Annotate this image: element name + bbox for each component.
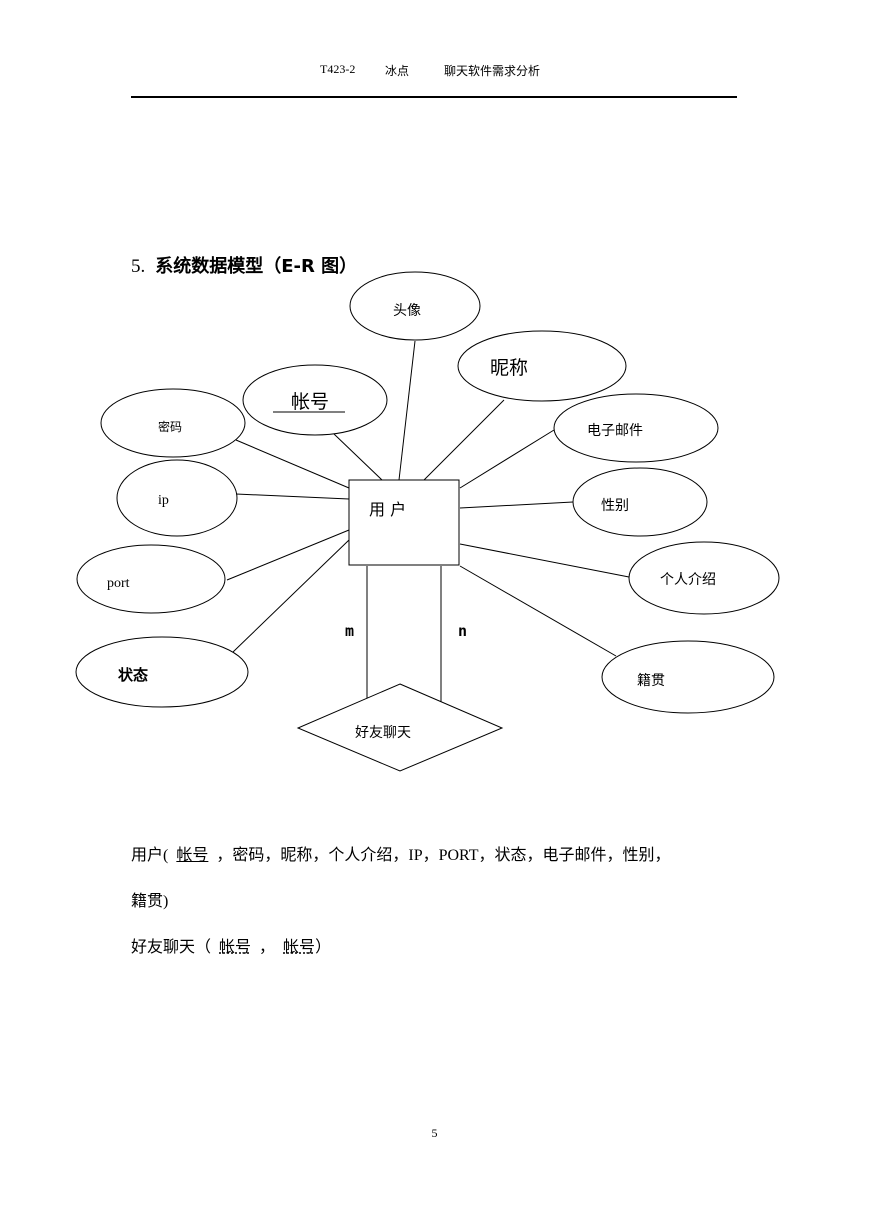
header-doc-title: 聊天软件需求分析	[444, 64, 541, 78]
section-title: 系统数据模型（E-R 图）	[155, 256, 358, 277]
attr-avatar-label: 头像	[393, 303, 421, 319]
attr-ip-label: ip	[158, 493, 169, 508]
relation-user-line1: 用户( 帐号 ，密码，昵称，个人介绍，IP，PORT，状态，电子邮件，性别，	[131, 846, 671, 866]
attr-account-label: 帐号	[291, 391, 329, 413]
attr-hometown-ellipse	[601, 640, 775, 714]
cardinality-left-label: m	[345, 622, 354, 640]
relationship-diamond	[296, 683, 504, 772]
relationship-label: 好友聊天	[355, 725, 411, 741]
connector-status	[232, 539, 350, 653]
header-team-name: 冰点	[385, 64, 410, 78]
attr-status-label: 状态	[118, 666, 148, 684]
connector-hometown	[459, 565, 617, 657]
relation-user-key: 帐号	[176, 847, 209, 864]
attr-email-label: 电子邮件	[587, 423, 643, 439]
attr-nickname-ellipse	[457, 330, 627, 402]
attr-intro-ellipse	[628, 541, 780, 615]
connector-port	[226, 529, 350, 581]
attr-password-label: 密码	[158, 419, 182, 434]
attr-status-ellipse	[75, 636, 249, 708]
attr-port-label: port	[107, 576, 130, 591]
header-doc-code: T423-2	[320, 62, 356, 76]
connector-account	[333, 433, 383, 481]
relation-user-prefix: 用户(	[131, 847, 169, 864]
connector-ip	[235, 493, 350, 500]
attr-nickname-label: 昵称	[490, 357, 528, 379]
entity-user-label: 用 户	[369, 500, 406, 519]
connector-email	[459, 429, 555, 489]
connector-password	[235, 439, 350, 489]
connector-nickname	[423, 399, 505, 481]
attr-avatar-ellipse	[349, 271, 481, 341]
relation-chat-key1: 帐号	[219, 939, 252, 956]
attr-email-ellipse	[553, 393, 719, 463]
attr-intro-label: 个人介绍	[660, 572, 716, 588]
attr-port-ellipse	[76, 544, 226, 614]
relation-user-line2: 籍贯)	[131, 892, 168, 912]
attr-password-ellipse	[100, 388, 246, 458]
attr-ip-ellipse	[116, 459, 238, 537]
relation-chat-line: 好友聊天（帐号，帐号）	[131, 938, 331, 958]
connector-avatar	[398, 340, 416, 481]
relation-chat-suffix: ）	[315, 939, 332, 956]
connector-intro	[459, 543, 630, 578]
section-number: 5.	[131, 256, 146, 277]
page-number: 5	[431, 1126, 438, 1140]
cardinality-right-label: n	[458, 622, 467, 640]
relation-chat-prefix: 好友聊天（	[131, 939, 212, 956]
attr-gender-label: 性别	[601, 498, 629, 514]
header-rule	[131, 96, 737, 98]
relation-user-end: 籍贯)	[131, 893, 169, 910]
relation-chat-key2: 帐号	[283, 939, 316, 956]
relation-chat-sep: ，	[259, 939, 276, 956]
attr-hometown-label: 籍贯	[637, 672, 665, 689]
attr-account-ellipse	[242, 364, 388, 436]
section-heading: 5. 系统数据模型（E-R 图）	[131, 252, 357, 278]
attr-gender-ellipse	[572, 467, 708, 537]
entity-user-box	[348, 479, 460, 566]
relation-user-attrs: ，密码，昵称，个人介绍，IP，PORT，状态，电子邮件，性别，	[216, 847, 671, 864]
page-header: T423-2 冰点 聊天软件需求分析	[0, 62, 869, 82]
connector-gender	[459, 501, 574, 509]
